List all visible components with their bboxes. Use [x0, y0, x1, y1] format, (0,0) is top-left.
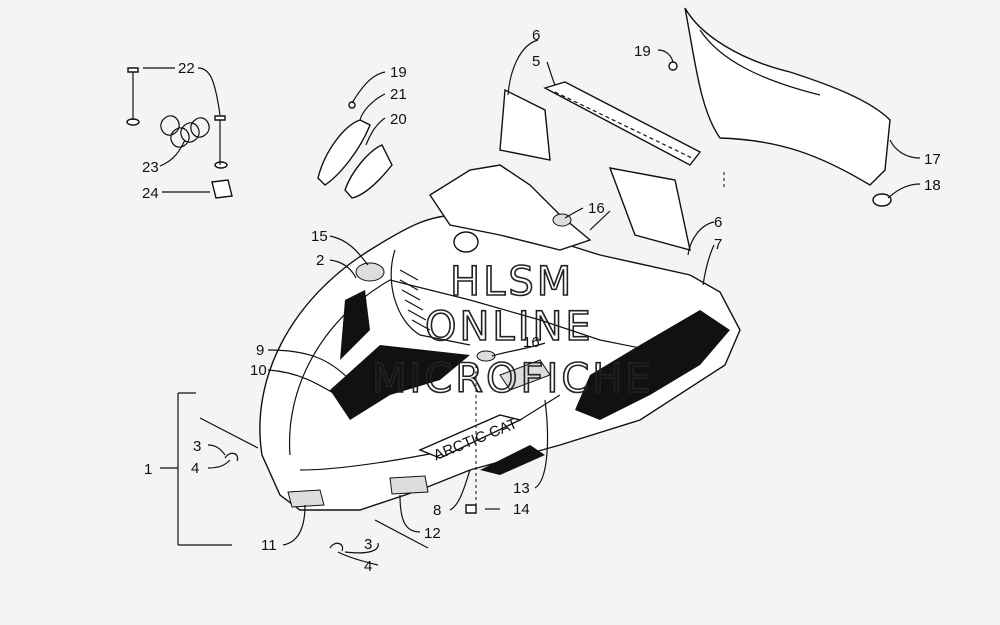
callout-21: 21 [390, 86, 407, 103]
callout-1: 1 [144, 461, 152, 478]
callout-23: 23 [142, 159, 159, 176]
clip-14 [465, 504, 477, 514]
grommet-18 [872, 193, 892, 207]
callout-20: 20 [390, 111, 407, 128]
mirror-assembly [317, 119, 393, 199]
callout-6-right: 6 [714, 214, 722, 231]
decal-panel-upper [499, 88, 551, 161]
callout-3-bottom: 3 [364, 536, 372, 553]
callout-5: 5 [532, 53, 540, 70]
watermark-line-1: HLSM [450, 259, 574, 305]
watermark-line-2: ONLINE [425, 304, 594, 350]
windshield [684, 7, 891, 186]
callout-19-right: 19 [634, 43, 651, 60]
callout-18: 18 [924, 177, 941, 194]
callout-3-left: 3 [193, 438, 201, 455]
callout-17: 17 [924, 151, 941, 168]
watermark: HLSM ONLINE MICROFICHE [371, 258, 654, 403]
watermark-line-3: MICROFICHE [372, 356, 654, 402]
callout-13: 13 [513, 480, 530, 497]
callout-16-lower: 16 [523, 334, 540, 351]
callout-labels: 1 2 3 3 4 4 5 6 6 7 8 9 10 11 12 13 14 1… [142, 27, 941, 575]
callout-8: 8 [433, 502, 441, 519]
hinge-pins [199, 417, 429, 552]
callout-2: 2 [316, 252, 324, 269]
leader-lines [143, 39, 921, 566]
screw-19-right [668, 61, 678, 71]
bracket-24 [211, 179, 233, 199]
visor-trim [543, 81, 702, 166]
hood-vent-fins [399, 269, 431, 331]
decal-panel-right [608, 167, 691, 251]
hood-assembly: ARCTIC CAT [259, 164, 741, 511]
callout-16-upper: 16 [588, 200, 605, 217]
callout-12: 12 [424, 525, 441, 542]
tether-spring [126, 67, 233, 199]
callout-22: 22 [178, 60, 195, 77]
callout-9: 9 [256, 342, 264, 359]
callout-15: 15 [311, 228, 328, 245]
callout-14: 14 [513, 501, 530, 518]
callout-10: 10 [250, 362, 267, 379]
callout-19-left: 19 [390, 64, 407, 81]
callout-11: 11 [261, 537, 277, 554]
callout-6-top: 6 [532, 27, 540, 44]
callout-24: 24 [142, 185, 159, 202]
callout-7: 7 [714, 236, 722, 253]
arctic-cat-decal [418, 414, 523, 459]
callout-4-bottom: 4 [364, 558, 372, 575]
callout-4-left: 4 [191, 460, 199, 477]
